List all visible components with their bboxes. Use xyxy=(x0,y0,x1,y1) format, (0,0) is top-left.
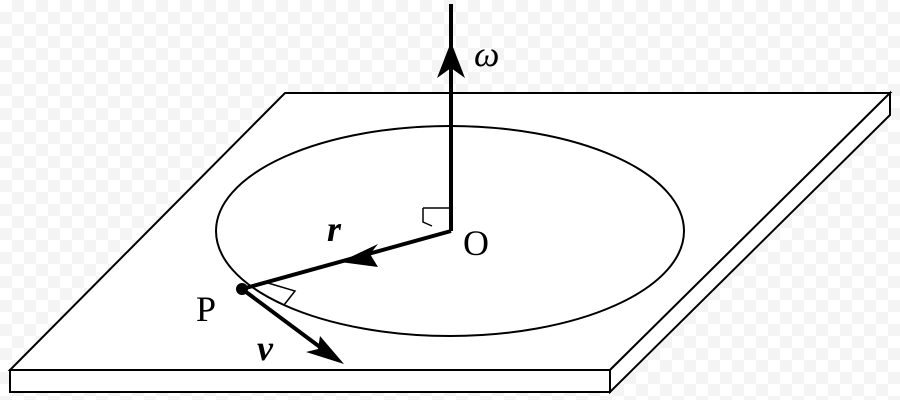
omega-label: ω xyxy=(474,34,499,74)
o-label: O xyxy=(463,223,489,263)
plane-front-edge xyxy=(9,369,611,393)
v-label: v xyxy=(257,328,274,368)
omega-arrowhead xyxy=(437,42,465,78)
r-label: r xyxy=(327,209,342,249)
right-angle-mark-p xyxy=(267,282,297,306)
p-label: P xyxy=(196,289,216,329)
particle-dot xyxy=(236,283,248,295)
velocity-arrowhead xyxy=(306,336,344,364)
radius-arrowhead xyxy=(340,244,378,267)
right-angle-mark-o xyxy=(422,208,433,227)
plane-right-edge xyxy=(609,90,891,395)
velocity-vector xyxy=(240,287,334,358)
